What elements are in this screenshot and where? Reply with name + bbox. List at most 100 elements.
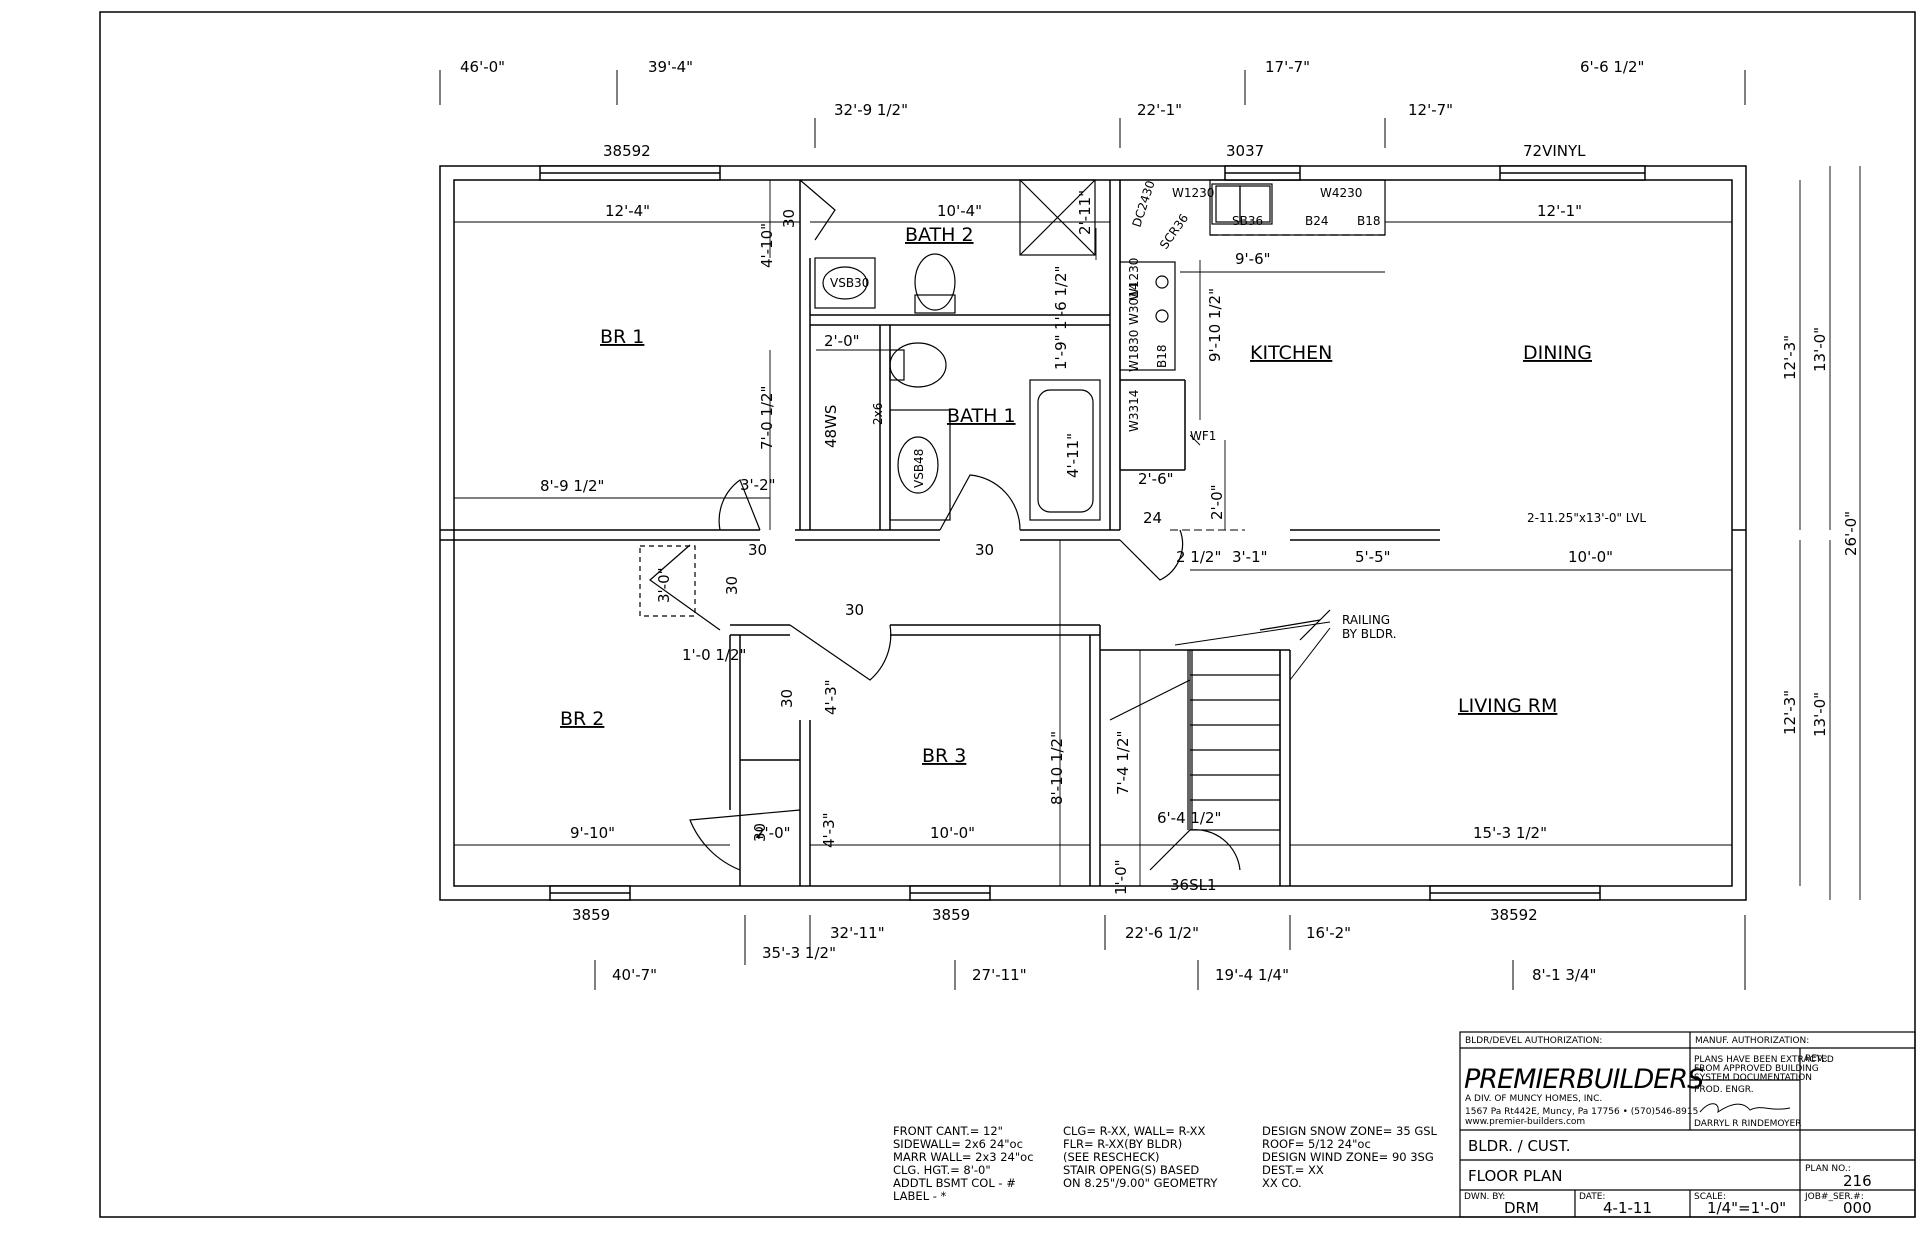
railing-leaders [1174, 621, 1331, 681]
job-value: 000 [1843, 1199, 1872, 1217]
exterior-dimension-labels: 46'-0" 39'-4" 17'-7" 6'-6 1/2" 32'-9 1/2… [460, 58, 1860, 984]
note-line: SIDEWALL= 2x6 24"oc [893, 1137, 1023, 1151]
company-website: www.premier-builders.com [1465, 1117, 1585, 1127]
dim-interior: 9'-10 1/2" [1206, 288, 1224, 362]
dim-interior: 7'-4 1/2" [1114, 731, 1132, 795]
scale-label: SCALE: [1694, 1192, 1726, 1202]
dim-interior: 12'-1" [1537, 202, 1582, 220]
dim-interior: 3'-0" [655, 567, 673, 603]
title-block-text: BLDR/DEVEL AUTHORIZATION: MANUF. AUTHORI… [1464, 1036, 1872, 1217]
extract-note: SYSTEM DOCUMENTATION [1694, 1073, 1812, 1083]
dim-interior: 5'-5" [1355, 548, 1391, 566]
plan-no-value: 216 [1843, 1172, 1872, 1190]
dim-top: 22'-1" [1137, 101, 1182, 119]
note-line: ON 8.25"/9.00" GEOMETRY [1063, 1176, 1218, 1190]
prod-engr-label: PROD. ENGR. [1694, 1085, 1754, 1095]
dim-interior: 7'-0 1/2" [758, 386, 776, 450]
note-line: ROOF= 5/12 24"oc [1262, 1137, 1371, 1151]
note-line: ADDTL BSMT COL - # [893, 1176, 1016, 1190]
note-line: CLG= R-XX, WALL= R-XX [1063, 1124, 1206, 1138]
dim-bottom: 40'-7" [612, 966, 657, 984]
room-dining: DINING [1523, 342, 1592, 364]
dim-bottom: 32'-11" [830, 924, 885, 942]
dim-interior: 30 [748, 541, 767, 559]
beam-label: 2-11.25"x13'-0" LVL [1527, 511, 1646, 525]
dim-top: 6'-6 1/2" [1580, 58, 1644, 76]
note-line: CLG. HGT.= 8'-0" [893, 1163, 991, 1177]
room-bath1: BATH 1 [947, 405, 1016, 427]
dim-interior: 10'-0" [930, 824, 975, 842]
fixture-label: W1230 [1127, 258, 1141, 300]
dim-interior: 1'-9" [1052, 334, 1070, 370]
date-label: DATE: [1579, 1192, 1605, 1202]
window-label: 3037 [1226, 142, 1264, 160]
dim-interior: 4'-3" [820, 812, 838, 848]
room-br1: BR 1 [600, 326, 644, 348]
dim-interior: 30 [845, 601, 864, 619]
dim-interior: 1'-0" [1112, 859, 1130, 895]
date-value: 4-1-11 [1603, 1199, 1652, 1217]
engineer-signature [1699, 1103, 1791, 1114]
dim-interior: 2'-6" [1138, 470, 1174, 488]
staircase [1109, 609, 1331, 831]
dim-interior: 4'-11" [1064, 433, 1082, 478]
interior-walls [440, 180, 1746, 886]
dim-bottom: 19'-4 1/4" [1215, 966, 1289, 984]
dim-interior: 30 [778, 689, 796, 708]
dim-interior: 6'-4 1/2" [1157, 809, 1221, 827]
fixture-label: SCR36 [1157, 211, 1191, 251]
dim-top: 32'-9 1/2" [834, 101, 908, 119]
note-line: LABEL - * [893, 1189, 947, 1203]
kitchen-counters [1119, 179, 1386, 470]
company-logo: PREMIERBUILDERS [1464, 1064, 1704, 1095]
customer-field: BLDR. / CUST. [1468, 1137, 1571, 1155]
dim-right: 26'-0" [1842, 511, 1860, 556]
dim-bottom: 35'-3 1/2" [762, 944, 836, 962]
dwn-by-label: DWN. BY: [1464, 1192, 1505, 1202]
dim-interior: 1'-6 1/2" [1052, 266, 1070, 330]
room-bath2: BATH 2 [905, 224, 974, 246]
dim-interior: 30 [751, 823, 769, 842]
dim-interior: 3'-2" [740, 476, 776, 494]
dim-top: 39'-4" [648, 58, 693, 76]
extract-note: FROM APPROVED BUILDING [1694, 1064, 1819, 1074]
fixture-label: W3014 [1127, 283, 1141, 325]
dim-interior: 2'-0" [1208, 484, 1226, 520]
dwn-by-value: DRM [1504, 1199, 1539, 1217]
fixture-label: VSB30 [830, 276, 869, 290]
dim-interior: 30 [723, 576, 741, 595]
dim-interior: 9'-6" [1235, 250, 1271, 268]
job-label: JOB#_SER.#: [1804, 1192, 1864, 1202]
dim-right: 12'-3" [1781, 335, 1799, 380]
fixture-label: W1830 [1127, 330, 1141, 372]
window-label: 3859 [932, 906, 970, 924]
fixture-label: W1230 [1172, 186, 1214, 200]
window-labels: 38592 3037 72VINYL 3859 3859 38592 [572, 142, 1586, 924]
windows-bottom [549, 885, 1601, 901]
dim-bottom: 22'-6 1/2" [1125, 924, 1199, 942]
note-line: DESIGN SNOW ZONE= 35 GSL [1262, 1124, 1438, 1138]
note-line: (SEE RESCHECK) [1063, 1150, 1160, 1164]
dim-interior: 4'-10" [758, 223, 776, 268]
dim-interior: 3'-1" [1232, 548, 1268, 566]
note-line: DEST.= XX [1262, 1163, 1324, 1177]
dim-right: 13'-0" [1811, 692, 1829, 737]
fixture-label: B18 [1155, 344, 1169, 368]
extract-note: PLANS HAVE BEEN EXTRACTED [1694, 1055, 1834, 1065]
engineer-name: DARRYL R RINDEMOYER [1694, 1119, 1801, 1129]
note-line: XX CO. [1262, 1176, 1302, 1190]
railing-note-line2: BY BLDR. [1342, 627, 1397, 641]
fixture-label: SB36 [1232, 214, 1263, 228]
sheet-border [99, 11, 1916, 1218]
dim-interior: 24 [1143, 509, 1162, 527]
room-kitchen: KITCHEN [1250, 342, 1332, 364]
dim-interior: 2x6 [871, 403, 885, 425]
company-address: 1567 Pa Rt442E, Muncy, Pa 17756 • (570)5… [1465, 1107, 1698, 1117]
dim-right: 13'-0" [1811, 327, 1829, 372]
window-label: 38592 [603, 142, 651, 160]
dim-interior: 2'-0" [824, 332, 860, 350]
note-line: STAIR OPENG(S) BASED [1063, 1163, 1199, 1177]
door-swings [649, 179, 1241, 871]
fixture-label: B18 [1357, 214, 1381, 228]
